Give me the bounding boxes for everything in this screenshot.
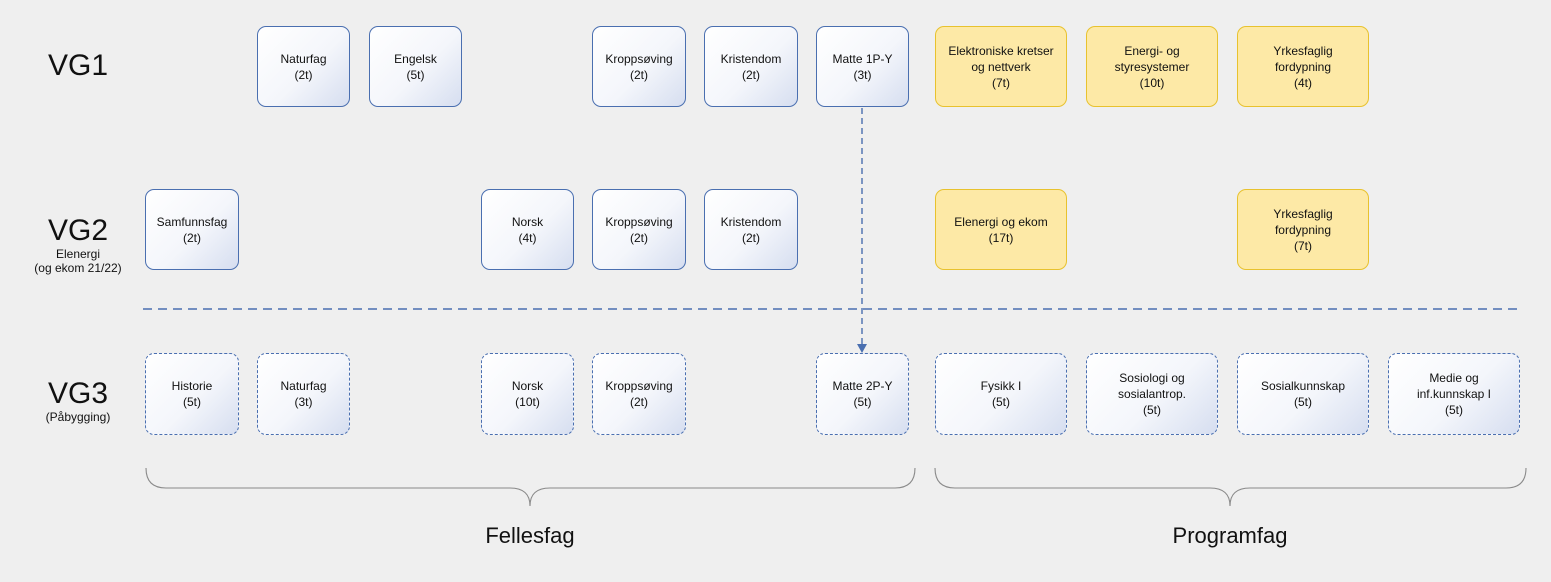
subject-name: Naturfag — [280, 51, 327, 66]
subject-name: Kroppsøving — [605, 379, 673, 393]
subject-box-vg3-sosialkunnskap: Sosialkunnskap (5t) — [1237, 353, 1369, 435]
subject-box-vg2-elenergi: Elenergi og ekom (17t) — [935, 189, 1067, 270]
row-subtitle-2: (og ekom 21/22) — [34, 261, 122, 275]
row-title: VG3 — [47, 377, 109, 410]
subject-name-line1: Yrkesfaglig — [1273, 43, 1333, 58]
subject-box-vg3-sosiologi: Sosiologi og sosialantrop. (5t) — [1086, 353, 1218, 435]
subject-box-vg3-medie: Medie og inf.kunnskap I (5t) — [1388, 353, 1520, 435]
subject-hours: (10t) — [515, 395, 540, 409]
subject-box-vg2-kristendom: Kristendom (2t) — [704, 189, 798, 270]
row-label-vg3: VG3 (Påbygging) — [8, 377, 148, 425]
subject-box-vg1-matte: Matte 1P-Y (3t) — [816, 26, 909, 107]
subject-name-line2: inf.kunnskap I — [1416, 387, 1492, 401]
subject-hours: (2t) — [183, 230, 201, 245]
subject-name: Sosialkunnskap — [1260, 379, 1346, 393]
subject-box-vg1-kristendom: Kristendom (2t) — [704, 26, 798, 107]
subject-hours: (10t) — [1139, 75, 1165, 90]
subject-hours: (5t) — [1143, 403, 1161, 417]
programfag-brace — [934, 467, 1527, 507]
subject-name: Norsk — [511, 214, 544, 229]
subject-box-vg1-kroppsoving: Kroppsøving (2t) — [592, 26, 686, 107]
subject-hours: (2t) — [742, 230, 760, 245]
row-subtitle: (Påbygging) — [45, 410, 111, 424]
subject-hours: (2t) — [630, 67, 648, 82]
subject-hours: (3t) — [294, 395, 313, 409]
subject-box-vg1-engelsk: Engelsk (5t) — [369, 26, 462, 107]
row-title: VG2 — [47, 214, 109, 247]
subject-hours: (7t) — [992, 75, 1010, 90]
subject-name-line1: Medie og — [1429, 371, 1479, 385]
subject-box-vg3-kroppsoving: Kroppsøving (2t) — [592, 353, 686, 435]
subject-box-vg2-yrkesfaglig: Yrkesfaglig fordypning (7t) — [1237, 189, 1369, 270]
subject-name-line1: Elektroniske kretser — [948, 43, 1054, 58]
subject-name: Historie — [171, 379, 213, 393]
subject-box-vg1-elektronikk: Elektroniske kretser og nettverk (7t) — [935, 26, 1067, 107]
group-label-fellesfag: Fellesfag — [485, 523, 575, 548]
subject-name: Kroppsøving — [605, 214, 673, 229]
subject-name: Elenergi og ekom — [954, 214, 1048, 229]
subject-box-vg3-naturfag: Naturfag (3t) — [257, 353, 350, 435]
subject-name: Kristendom — [720, 51, 782, 66]
subject-name-line1: Sosiologi og — [1119, 371, 1185, 385]
row-subtitle: Elenergi — [55, 247, 101, 261]
subject-box-vg1-naturfag: Naturfag (2t) — [257, 26, 350, 107]
subject-hours: (4t) — [518, 230, 537, 245]
subject-hours: (5t) — [853, 395, 872, 409]
subject-box-vg3-historie: Historie (5t) — [145, 353, 239, 435]
subject-name-line2: sosialantrop. — [1117, 387, 1187, 401]
subject-name: Matte 1P-Y — [832, 51, 893, 66]
subject-hours: (5t) — [1294, 395, 1312, 409]
subject-hours: (2t) — [630, 395, 648, 409]
subject-name-line2: styresystemer — [1114, 59, 1190, 74]
subject-box-vg3-matte: Matte 2P-Y (5t) — [816, 353, 909, 435]
subject-hours: (5t) — [406, 67, 425, 82]
subject-name: Norsk — [511, 379, 544, 393]
subject-box-vg2-kroppsoving: Kroppsøving (2t) — [592, 189, 686, 270]
subject-hours: (2t) — [630, 230, 648, 245]
subject-name: Kristendom — [720, 214, 782, 229]
subject-box-vg1-energi: Energi- og styresystemer (10t) — [1086, 26, 1218, 107]
subject-hours: (7t) — [1294, 238, 1312, 253]
subject-name-line2: og nettverk — [971, 59, 1031, 74]
row-label-vg1: VG1 — [8, 50, 148, 82]
subject-name-line1: Energi- og — [1124, 43, 1180, 58]
subject-name: Engelsk — [394, 51, 437, 66]
row-title: VG1 — [47, 49, 109, 82]
subject-name-line1: Yrkesfaglig — [1273, 206, 1333, 221]
subject-name: Kroppsøving — [605, 51, 673, 66]
subject-box-vg3-fysikk: Fysikk I (5t) — [935, 353, 1067, 435]
subject-box-vg2-samfunnsfag: Samfunnsfag (2t) — [145, 189, 239, 270]
progression-arrow-head — [857, 344, 867, 353]
subject-name: Matte 2P-Y — [832, 379, 893, 393]
group-label-programfag: Programfag — [1172, 523, 1288, 548]
subject-hours: (2t) — [294, 67, 313, 82]
subject-name: Naturfag — [280, 379, 327, 393]
subject-box-vg1-yrkesfaglig: Yrkesfaglig fordypning (4t) — [1237, 26, 1369, 107]
subject-hours: (4t) — [1294, 75, 1312, 90]
subject-hours: (5t) — [992, 395, 1010, 409]
subject-box-vg3-norsk: Norsk (10t) — [481, 353, 574, 435]
fellesfag-brace — [145, 467, 916, 507]
subject-name: Fysikk I — [980, 379, 1022, 393]
subject-name: Samfunnsfag — [156, 214, 228, 229]
subject-hours: (5t) — [1445, 403, 1463, 417]
subject-hours: (5t) — [183, 395, 201, 409]
subject-name-line2: fordypning — [1274, 222, 1332, 237]
subject-hours: (2t) — [742, 67, 760, 82]
subject-hours: (3t) — [853, 67, 872, 82]
subject-name-line2: fordypning — [1274, 59, 1332, 74]
subject-box-vg2-norsk: Norsk (4t) — [481, 189, 574, 270]
row-label-vg2: VG2 Elenergi (og ekom 21/22) — [8, 214, 148, 276]
subject-hours: (17t) — [988, 230, 1014, 245]
